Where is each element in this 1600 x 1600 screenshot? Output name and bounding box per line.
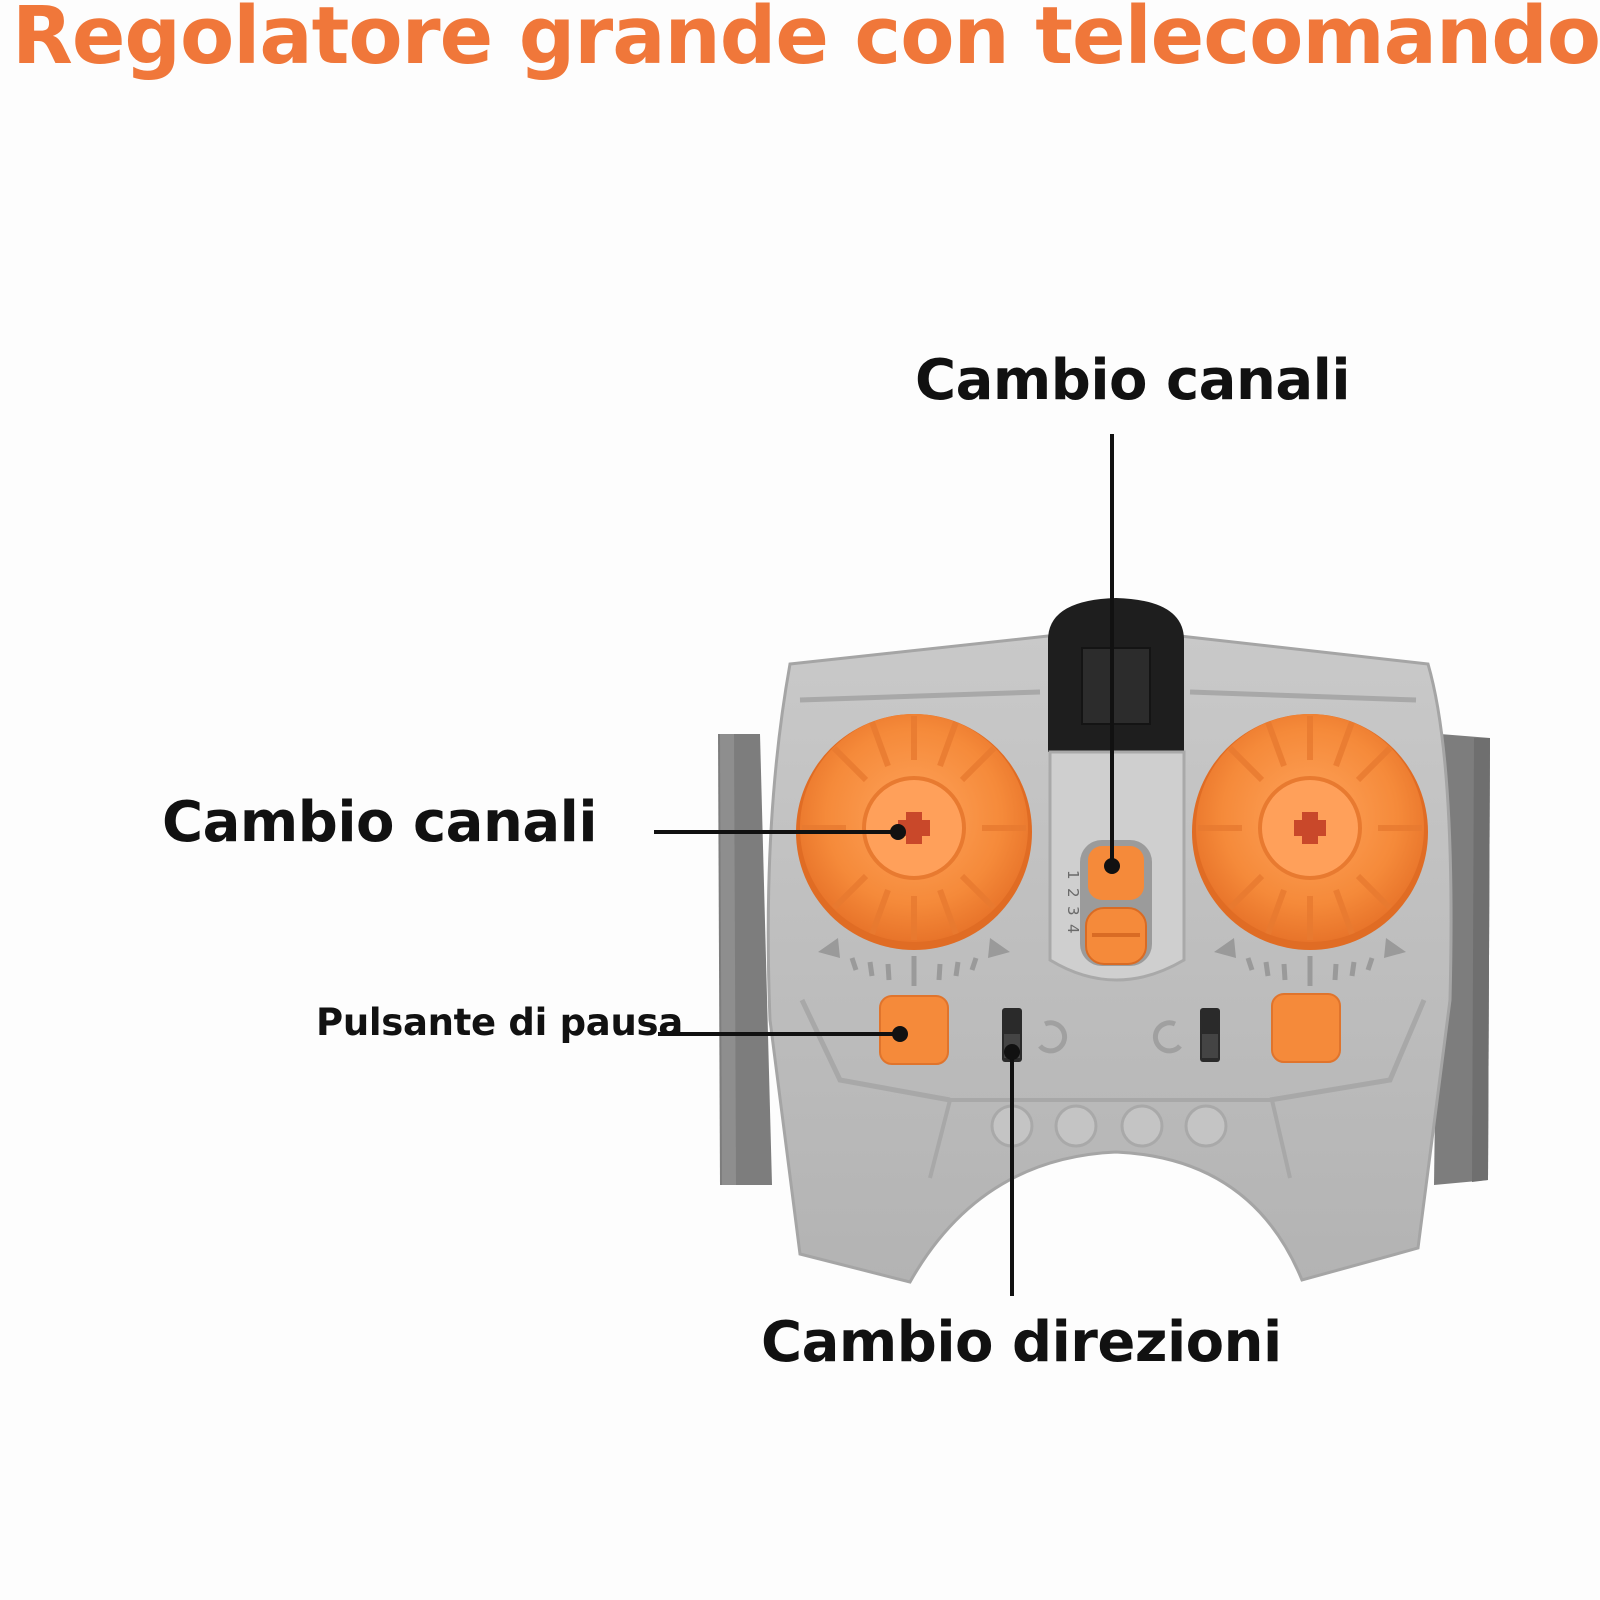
direction-switch-right[interactable] bbox=[1200, 1008, 1220, 1062]
label-direction-switch: Cambio direzioni bbox=[761, 1310, 1282, 1375]
pause-button-left[interactable] bbox=[879, 995, 949, 1065]
leader-line-channel-top bbox=[1104, 434, 1120, 874]
leader-line-direction bbox=[1004, 1044, 1020, 1296]
channel-number: 4 bbox=[1064, 924, 1082, 934]
pause-button-right[interactable] bbox=[1271, 993, 1341, 1063]
side-grip-left bbox=[718, 734, 772, 1185]
rotate-direction-icon bbox=[1038, 1020, 1182, 1054]
channel-number: 2 bbox=[1064, 888, 1082, 898]
channel-number: 1 bbox=[1064, 870, 1082, 880]
leader-line-channel-left bbox=[654, 824, 906, 840]
speed-dial-right[interactable] bbox=[1192, 714, 1428, 950]
channel-number: 3 bbox=[1064, 906, 1082, 916]
page-title: Regolatore grande con telecomando bbox=[12, 0, 1600, 82]
dial-scale-left bbox=[818, 938, 1010, 986]
label-channel-switch-left: Cambio canali bbox=[162, 790, 598, 855]
dial-scale-right bbox=[1214, 938, 1406, 986]
ir-emitter-window bbox=[1048, 598, 1184, 752]
speed-dial-left[interactable] bbox=[796, 714, 1032, 950]
leader-line-pause bbox=[658, 1026, 908, 1042]
channel-switch-knob[interactable] bbox=[1085, 846, 1147, 965]
channel-numbers: 1 2 3 4 bbox=[1064, 870, 1082, 934]
label-pause-button: Pulsante di pausa bbox=[316, 1001, 683, 1044]
label-channel-switch-top: Cambio canali bbox=[915, 348, 1351, 413]
